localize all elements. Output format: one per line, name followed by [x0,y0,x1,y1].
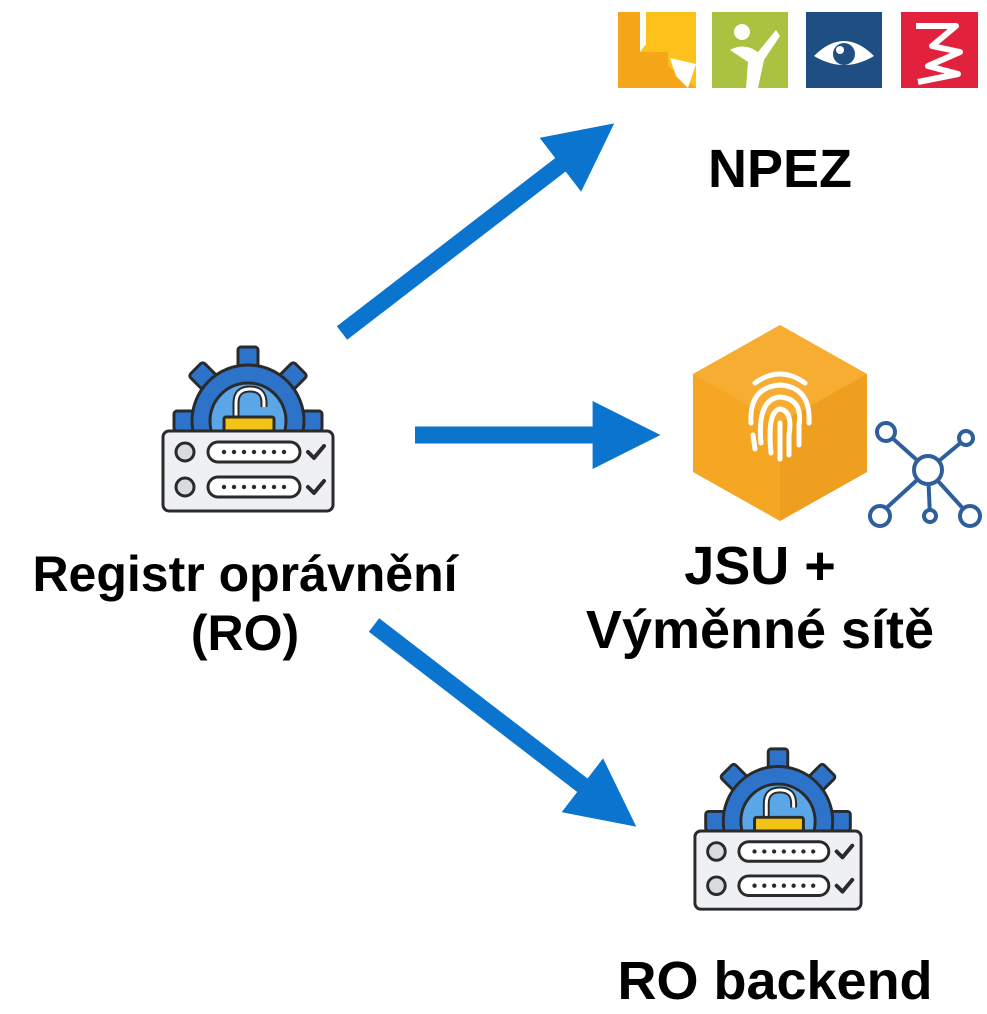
jsu-label-line1: JSU + [684,536,836,596]
arrow-to-backend [368,618,637,827]
source-label-line1: Registr oprávnění [32,546,458,602]
jsu-label: JSU + Výměnné sítě [560,535,960,662]
source-label-line2: (RO) [190,605,300,661]
credential-panel [693,829,863,911]
fingerprint-cube-icon [693,325,867,521]
source-label: Registr oprávnění (RO) [0,545,490,663]
backend-label: RO backend [617,951,933,1011]
npez-label: NPEZ [707,139,853,199]
permission-register-icon [693,747,863,911]
npez-logo-tile-yellow [618,12,696,88]
npez-logo [618,12,978,88]
arrow-to-npez [336,123,615,340]
npez-logo-tile-blue [806,12,882,88]
network-icon [868,421,982,528]
permission-register-icon [161,345,335,513]
npez-logo-tile-green [712,12,788,88]
credential-panel [161,429,335,513]
npez-logo-tile-red [901,12,978,88]
jsu-label-line2: Výměnné sítě [585,599,935,660]
fingerprint-icon [748,371,812,462]
